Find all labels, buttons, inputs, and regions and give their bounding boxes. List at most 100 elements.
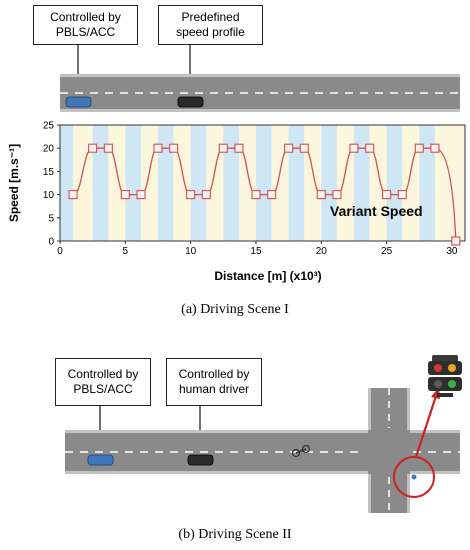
speed-band — [386, 125, 403, 241]
callout-line: speed profile — [176, 25, 245, 39]
speed-marker — [169, 143, 179, 153]
y-axis-label: Speed [m.s⁻¹] — [7, 144, 21, 222]
y-tick-label: 25 — [43, 121, 55, 132]
caption-scene1: (a) Driving Scene I — [181, 302, 289, 317]
signal-location-dot — [410, 473, 418, 481]
road-edge-top — [65, 430, 460, 433]
speed-band — [73, 125, 93, 241]
ego-car-icon — [65, 96, 92, 108]
x-tick-label: 20 — [316, 246, 328, 257]
speed-band — [336, 125, 354, 241]
callout-line: PBLS/ACC — [73, 382, 133, 396]
cross-edge — [407, 388, 410, 430]
ego-car-icon — [87, 454, 114, 466]
speed-marker — [120, 190, 130, 200]
y-tick-label: 0 — [48, 237, 54, 248]
speed-marker — [365, 143, 375, 153]
speed-marker — [68, 190, 78, 200]
scene1-road-diagram — [60, 45, 460, 112]
x-tick-label: 30 — [446, 246, 458, 257]
speed-marker — [186, 190, 196, 200]
speed-band — [321, 125, 337, 241]
lead-car-icon — [177, 96, 204, 108]
speed-band — [141, 125, 158, 241]
cross-edge — [368, 388, 371, 430]
speed-band — [353, 125, 370, 241]
speed-band — [173, 125, 191, 241]
speed-marker — [451, 236, 461, 246]
speed-marker — [234, 143, 244, 153]
x-tick-label: 25 — [381, 246, 393, 257]
speed-band — [288, 125, 305, 241]
callout-line: Controlled by — [50, 10, 121, 24]
speed-band — [369, 125, 387, 241]
x-tick-label: 5 — [123, 246, 129, 257]
speed-marker — [136, 190, 146, 200]
speed-marker — [382, 190, 392, 200]
road-edge-bottom — [60, 109, 460, 112]
y-tick-label: 20 — [43, 144, 55, 155]
speed-band — [255, 125, 272, 241]
chart-bands — [60, 125, 465, 241]
speed-marker — [251, 190, 261, 200]
callout-line: Controlled by — [67, 367, 139, 381]
speed-marker — [267, 190, 277, 200]
human-driven-car-icon — [187, 454, 214, 466]
callout-line: Controlled by — [178, 367, 250, 381]
scene2-intersection-diagram — [65, 355, 462, 513]
speed-marker — [299, 143, 309, 153]
speed-band — [223, 125, 239, 241]
speed-marker — [218, 143, 228, 153]
speed-band — [108, 125, 126, 241]
plot-frame — [59, 124, 466, 242]
x-tick-label: 15 — [250, 246, 262, 257]
speed-marker — [201, 190, 211, 200]
speed-marker — [103, 143, 113, 153]
signal-highlight-ring — [393, 456, 435, 498]
speed-band — [434, 125, 465, 241]
speed-band — [60, 125, 74, 241]
x-tick-label: 10 — [185, 246, 197, 257]
speed-band — [304, 125, 322, 241]
speed-marker — [153, 143, 163, 153]
speed-band — [92, 125, 109, 241]
speed-marker — [284, 143, 294, 153]
speed-band — [402, 125, 420, 241]
speed-band — [125, 125, 141, 241]
speed-marker — [430, 143, 440, 153]
y-tick-label: 5 — [48, 213, 54, 224]
speed-band — [238, 125, 256, 241]
motorcycle-icon — [291, 444, 311, 458]
cross-edge — [368, 474, 371, 513]
speed-marker — [88, 143, 98, 153]
speed-marker — [397, 190, 407, 200]
speed-band — [157, 125, 174, 241]
cross-edge — [407, 474, 410, 513]
chart-axes: 0 5 10 15 20 25 30 0 5 10 15 20 25 — [43, 121, 458, 258]
y-tick-label: 15 — [43, 167, 55, 178]
x-tick-label: 0 — [57, 246, 63, 257]
road-edge-top — [60, 74, 460, 77]
traffic-light-icon — [428, 355, 462, 397]
signal-pointer-arrow — [414, 395, 438, 458]
callout-line: Predefined — [181, 10, 240, 24]
chart-markers — [68, 143, 461, 246]
y-tick-label: 10 — [43, 190, 55, 201]
x-axis-label: Distance [m] (x10³) — [214, 269, 321, 283]
speed-band — [419, 125, 435, 241]
speed-band — [206, 125, 224, 241]
speed-marker — [414, 143, 424, 153]
speed-band — [190, 125, 207, 241]
speed-marker — [349, 143, 359, 153]
caption-scene2: (b) Driving Scene II — [178, 527, 292, 542]
speed-band — [271, 125, 289, 241]
road-edge-bottom — [65, 471, 460, 474]
callout-line: human driver — [178, 382, 250, 396]
speed-marker — [316, 190, 326, 200]
callout-line: PBLS/ACC — [55, 25, 116, 39]
